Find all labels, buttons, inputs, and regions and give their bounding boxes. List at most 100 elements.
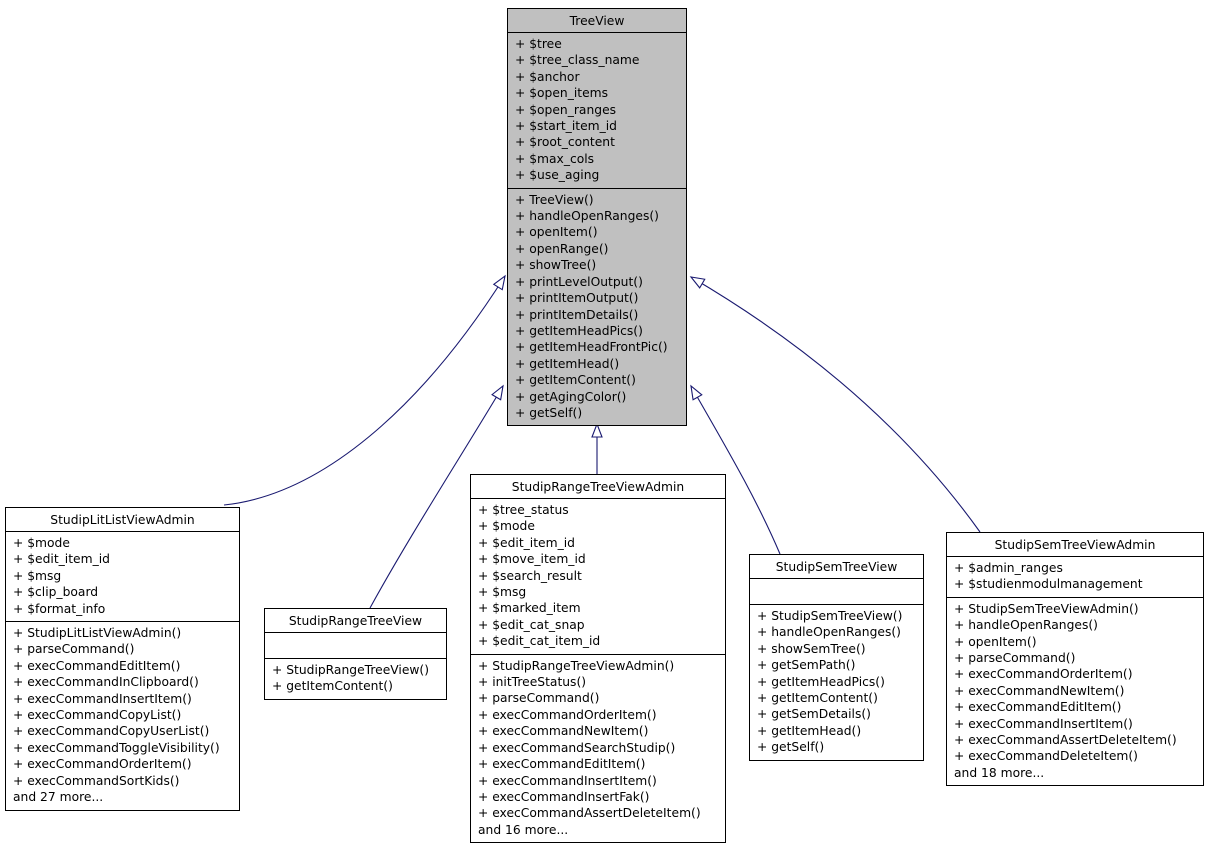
attribute-row: + $clip_board	[13, 585, 99, 600]
class-box-studiprangetreeview[interactable]: StudipRangeTreeView + StudipRangeTreeView…	[264, 608, 447, 700]
attribute-row: + $search_result	[478, 568, 582, 583]
attribute-row: + $studienmodulmanagement	[954, 577, 1143, 592]
method-row: + StudipLitListViewAdmin()	[13, 626, 182, 641]
method-row: + execCommandNewItem()	[954, 683, 1125, 698]
method-row: + openItem()	[515, 225, 598, 240]
attributes-section	[265, 633, 446, 659]
attributes-section: + $admin_ranges + $studienmodulmanagement	[947, 557, 1203, 598]
method-row: + getItemHead()	[515, 356, 620, 371]
class-box-studiprangetreeviewadmin[interactable]: StudipRangeTreeViewAdmin+ $tree_status+ …	[470, 474, 726, 844]
method-row: + parseCommand()	[13, 642, 135, 657]
class-box-treeview[interactable]: TreeView + $tree + $tree_class_name+ $anch…	[507, 8, 687, 427]
method-row: + handleOpenRanges()	[954, 618, 1098, 633]
method-row: + openRange()	[515, 241, 609, 256]
method-row: + getSelf()	[515, 405, 583, 420]
method-row: + getItemHead()	[757, 723, 862, 738]
attribute-row: + $msg	[13, 568, 62, 583]
class-box-studipsemtreeview[interactable]: StudipSemTreeView+ StudipSemTreeView()+ …	[749, 554, 924, 761]
method-row: + showTree()	[515, 258, 597, 273]
attribute-row: + $use_aging	[515, 168, 600, 183]
attribute-row: + $admin_ranges	[954, 561, 1063, 575]
method-row: + StudipSemTreeView()	[757, 609, 903, 623]
method-row: + printLevelOutput()	[515, 274, 643, 289]
attribute-row: + $edit_cat_snap	[478, 617, 585, 632]
attribute-row: + $tree_class_name	[515, 53, 640, 68]
attribute-row: + $tree	[515, 37, 562, 51]
method-row: + execCommandNewItem()	[478, 724, 649, 739]
attribute-row: + $max_cols	[515, 151, 595, 166]
method-row: + getSemPath()	[757, 658, 856, 673]
method-row: + getSemDetails()	[757, 707, 871, 722]
method-row: + execCommandInsertItem()	[478, 773, 657, 788]
method-row: + printItemDetails()	[515, 307, 639, 322]
methods-section: + StudipLitListViewAdmin()+ parseCommand…	[6, 622, 239, 809]
method-row: + execCommandToggleVisibility()	[13, 740, 220, 755]
attributes-section: + $mode + $edit_item_id+ $msg + $clip_boar…	[6, 532, 239, 623]
attribute-row: + $edit_item_id	[478, 535, 575, 550]
attribute-row: + $msg	[478, 585, 527, 600]
method-row: + handleOpenRanges()	[515, 209, 659, 224]
method-row: + getAgingColor()	[515, 389, 627, 404]
attribute-row: + $open_ranges	[515, 102, 617, 117]
attribute-row: + $mode	[13, 536, 70, 550]
method-row: + execCommandInsertFak()	[478, 789, 650, 804]
method-row: and 27 more...	[13, 790, 104, 805]
class-name-studipsemtreeview[interactable]: StudipSemTreeView	[750, 555, 923, 579]
attribute-row: + $marked_item	[478, 601, 581, 616]
inheritance-edge-studiplitlistviewadmin-to-treeview	[223, 274, 506, 506]
methods-section: + StudipSemTreeViewAdmin() + handleOpenRa…	[947, 598, 1203, 785]
method-row: + parseCommand()	[478, 691, 600, 706]
methods-section: + StudipRangeTreeView() + getItemContent(…	[265, 659, 446, 699]
attribute-row: + $edit_cat_item_id	[478, 634, 601, 649]
class-name-studipsemtreeviewadmin[interactable]: StudipSemTreeViewAdmin	[947, 533, 1203, 557]
attribute-row: + $anchor	[515, 69, 580, 84]
attribute-row: + $start_item_id	[515, 119, 617, 134]
method-row: + execCommandAssertDeleteItem()	[478, 806, 701, 821]
method-row: + execCommandAssertDeleteItem()	[954, 733, 1177, 748]
method-row: + showSemTree()	[757, 641, 866, 656]
class-box-studipsemtreeviewadmin[interactable]: StudipSemTreeViewAdmin+ $admin_ranges+ $…	[946, 532, 1204, 787]
attributes-section: + $tree_status + $mode+ $edit_item_id + $m…	[471, 499, 725, 655]
method-row: + StudipRangeTreeView()	[272, 663, 430, 677]
method-row: + execCommandSortKids()	[13, 773, 180, 788]
method-row: + execCommandCopyUserList()	[13, 724, 210, 739]
method-row: + parseCommand()	[954, 651, 1076, 666]
class-box-studiplitlistviewadmin[interactable]: StudipLitListViewAdmin + $mode + $edit_ite…	[5, 507, 240, 811]
method-row: + getItemHeadPics()	[757, 674, 885, 689]
method-row: + getItemContent()	[272, 679, 393, 694]
class-name-studiprangetreeview[interactable]: StudipRangeTreeView	[265, 609, 446, 633]
method-row: + getItemContent()	[515, 373, 636, 388]
method-row: + execCommandOrderItem()	[478, 707, 657, 722]
class-name-studiprangetreeviewadmin[interactable]: StudipRangeTreeViewAdmin	[471, 475, 725, 499]
method-row: + StudipRangeTreeViewAdmin()	[478, 658, 675, 673]
method-row: + execCommandEditItem()	[13, 658, 181, 673]
attribute-row: + $open_items	[515, 86, 609, 101]
attribute-row: + $edit_item_id	[13, 552, 110, 567]
attribute-row: + $root_content	[515, 135, 615, 150]
inheritance-edge-studipsemtreeviewadmin-to-treeview	[689, 276, 981, 533]
method-row: + execCommandEditItem()	[478, 757, 646, 772]
method-row: + execCommandEditItem()	[954, 700, 1122, 715]
attribute-row: + $tree_status	[478, 503, 569, 517]
method-row: + openItem()	[954, 634, 1037, 649]
method-row: + execCommandSearchStudip()	[478, 740, 676, 755]
method-row: and 18 more...	[954, 765, 1045, 780]
method-row: + execCommandInsertItem()	[13, 691, 192, 706]
method-row: + execCommandInsertItem()	[954, 716, 1133, 731]
method-row: + printItemOutput()	[515, 291, 639, 306]
method-row: + execCommandInClipboard()	[13, 675, 199, 690]
class-name-treeview[interactable]: TreeView	[508, 9, 686, 33]
method-row: + execCommandOrderItem()	[13, 757, 192, 772]
class-name-studiplitlistviewadmin[interactable]: StudipLitListViewAdmin	[6, 508, 239, 532]
method-row: + getItemHeadPics()	[515, 323, 643, 338]
method-row: + StudipSemTreeViewAdmin()	[954, 601, 1139, 616]
method-row: + initTreeStatus()	[478, 675, 587, 690]
method-row: + execCommandDeleteItem()	[954, 749, 1138, 764]
attribute-row: + $format_info	[13, 601, 106, 616]
attribute-row: + $mode	[478, 519, 535, 534]
method-row: + TreeView()	[515, 192, 594, 207]
method-row: + getSelf()	[757, 740, 825, 755]
methods-section: + TreeView() + handleOpenRanges()+ openIt…	[508, 189, 686, 426]
methods-section: + StudipSemTreeView()+ handleOpenRanges(…	[750, 605, 923, 760]
method-row: + execCommandOrderItem()	[954, 667, 1133, 682]
